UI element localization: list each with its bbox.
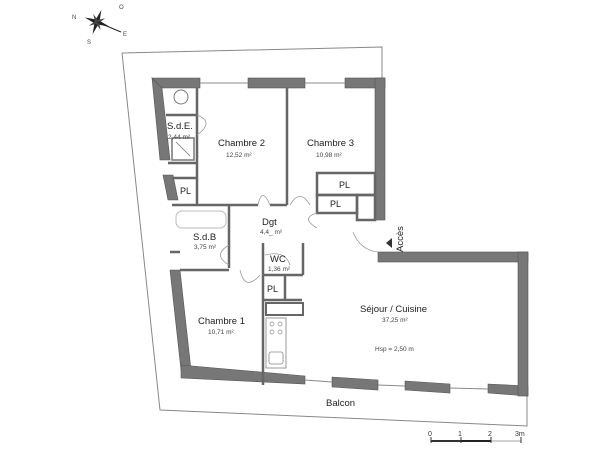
sink-icon <box>173 89 189 105</box>
bathtub-icon <box>175 210 227 229</box>
room-name-chambre-2: Chambre 2 <box>218 138 265 149</box>
scale-tick: 3m <box>515 431 525 438</box>
compass-label: E <box>123 32 127 38</box>
placard-label: PL <box>339 180 350 190</box>
interior-walls <box>166 88 377 385</box>
placard-label: PL <box>180 186 191 196</box>
terrace-outline <box>121 46 383 78</box>
room-area-sdb: 3,75 m² <box>194 244 217 251</box>
room-name-wc: WC <box>270 254 286 265</box>
room-name-chambre-3: Chambre 3 <box>307 138 354 149</box>
room-name-balcon: Balcon <box>326 398 355 409</box>
kitchen-counter <box>265 317 287 369</box>
scale-bar: 0 1 2 3m <box>428 431 525 443</box>
scale-tick: 0 <box>428 431 432 438</box>
compass-rose-icon: O N S E <box>72 5 127 46</box>
room-area-sejour-cuisine: 37,25 m² <box>382 317 408 324</box>
placard-label: PL <box>267 284 278 294</box>
exterior-walls <box>151 77 529 397</box>
room-area-wc: 1,36 m² <box>268 266 291 273</box>
room-name-sdb: S.d.B <box>193 232 216 243</box>
compass-label: S <box>87 40 91 46</box>
door-swings <box>196 114 379 283</box>
room-name-sejour-cuisine: Séjour / Cuisine <box>360 304 427 315</box>
room-area-chambre-1: 10,71 m² <box>208 329 234 336</box>
room-area-sde: 2,44 m² <box>168 134 191 141</box>
stove-icon <box>269 321 275 327</box>
scale-tick: 1 <box>458 431 462 438</box>
room-name-chambre-1: Chambre 1 <box>198 316 245 327</box>
ceiling-height: Hsp = 2,50 m <box>375 346 414 353</box>
scale-tick: 2 <box>488 431 492 438</box>
windows <box>200 82 489 390</box>
kitchen-sink-icon <box>268 351 284 365</box>
room-area-dgt: 4,4_ m² <box>260 229 283 236</box>
access-label: Accès <box>395 226 406 252</box>
access-arrow-icon <box>386 238 392 248</box>
room-area-chambre-3: 10,98 m² <box>316 152 342 159</box>
terrace-outline <box>121 52 528 427</box>
room-area-chambre-2: 12,52 m² <box>226 152 252 159</box>
shower-icon <box>171 137 195 161</box>
room-name-sde: S.d.E. <box>167 121 193 132</box>
room-name-dgt: Dgt <box>262 217 277 228</box>
compass-label: O <box>119 5 124 11</box>
placard-label: PL <box>330 199 341 209</box>
compass-label: N <box>72 15 76 21</box>
